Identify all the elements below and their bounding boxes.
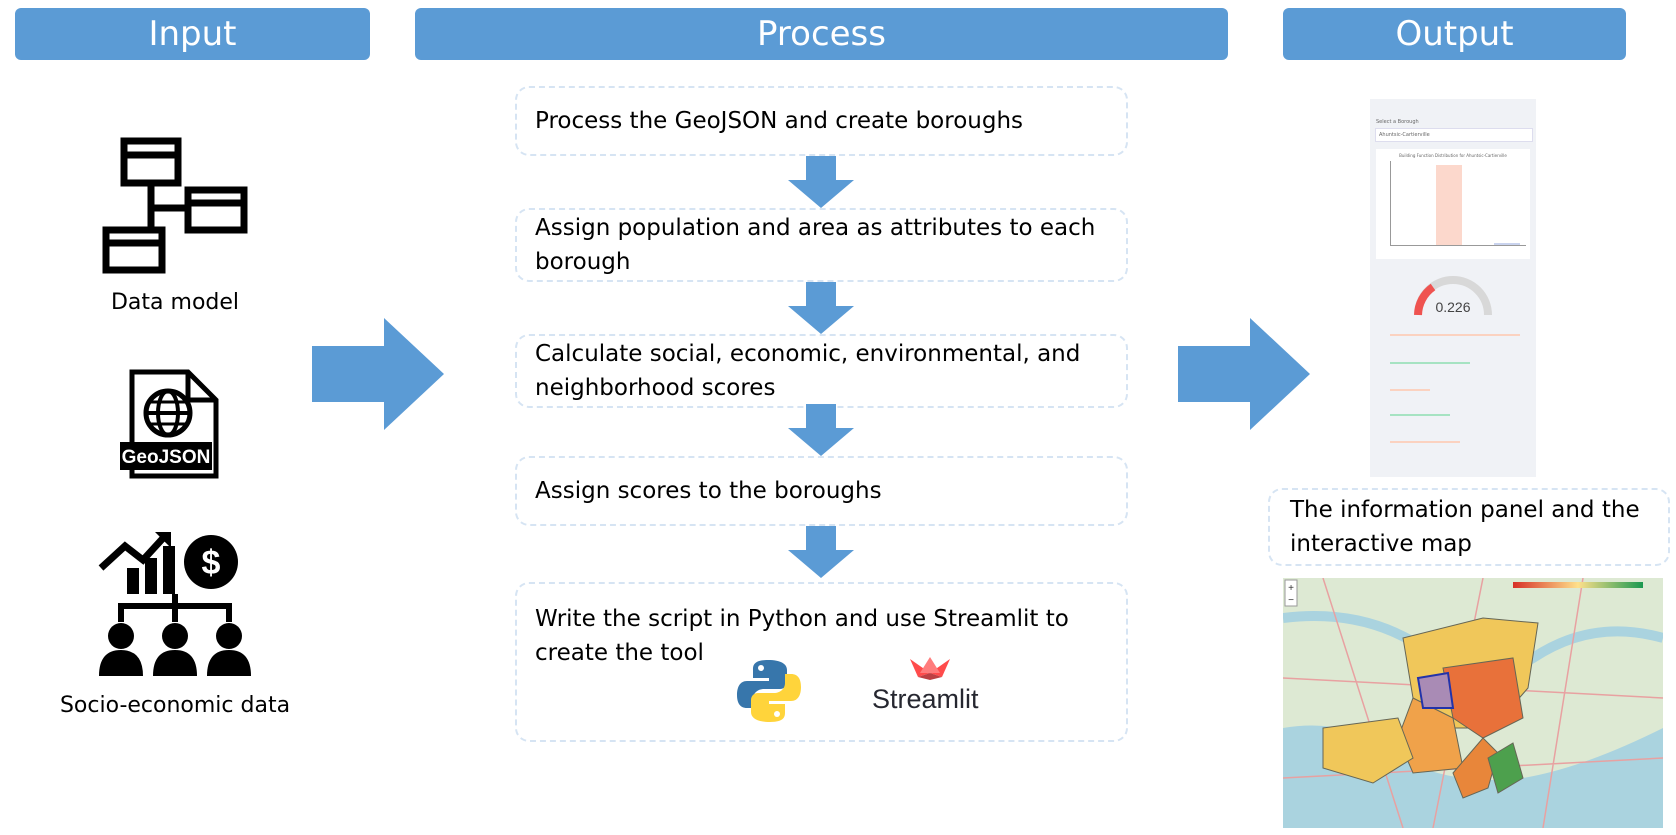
panel-gauge: 0.226 (1414, 276, 1492, 316)
process-header: Process (415, 8, 1228, 60)
down-arrow-3 (788, 404, 854, 456)
panel-select-value: Ahuntsic-Cartierville (1379, 132, 1430, 138)
geojson-file-icon: GeoJSON (120, 369, 219, 479)
step-4-text: Assign scores to the boroughs (535, 478, 882, 504)
down-arrow-2 (788, 282, 854, 334)
geojson-icon-text: GeoJSON (122, 447, 211, 468)
process-to-output-arrow (1178, 318, 1310, 430)
streamlit-wordmark: Streamlit (872, 684, 979, 714)
data-model-label: Data model (110, 290, 240, 315)
python-logo-icon (737, 660, 801, 722)
step-3-text: Calculate social, economic, environmenta… (535, 341, 1081, 401)
panel-bar-chart: Building Function Distribution for Ahunt… (1376, 149, 1530, 259)
input-header: Input (15, 8, 370, 60)
svg-text:$: $ (202, 544, 221, 582)
data-model-icon (102, 137, 248, 274)
panel-gauge-value: 0.226 (1435, 299, 1470, 315)
svg-text:+: + (1288, 583, 1294, 594)
socio-economic-icon: $ (98, 532, 251, 676)
input-to-process-arrow (312, 318, 444, 430)
down-arrow-4 (788, 526, 854, 578)
svg-text:−: − (1288, 595, 1294, 606)
step-1-box: Process the GeoJSON and create boroughs (515, 86, 1128, 156)
socio-economic-label: Socio-economic data (59, 693, 291, 718)
step-1-text: Process the GeoJSON and create boroughs (535, 108, 1023, 134)
step-5-text: Write the script in Python and use Strea… (535, 606, 1069, 666)
step-2-text: Assign population and area as attributes… (535, 215, 1096, 275)
output-caption-box: The information panel and the interactiv… (1268, 488, 1670, 566)
step-3-box: Calculate social, economic, environmenta… (515, 334, 1128, 408)
step-4-box: Assign scores to the boroughs (515, 456, 1128, 526)
panel-borough-select: Ahuntsic-Cartierville (1375, 128, 1533, 142)
info-panel-screenshot: Select a Borough Ahuntsic-Cartierville B… (1370, 99, 1536, 477)
down-arrow-1 (788, 156, 854, 208)
panel-select-label: Select a Borough (1376, 119, 1419, 125)
output-caption-text: The information panel and the interactiv… (1290, 497, 1640, 557)
step-2-box: Assign population and area as attributes… (515, 208, 1128, 282)
interactive-map[interactable]: + − (1283, 578, 1663, 828)
panel-chart-title: Building Function Distribution for Ahunt… (1399, 153, 1507, 158)
output-header: Output (1283, 8, 1626, 60)
streamlit-logo-icon (910, 657, 950, 680)
step-5-box: Write the script in Python and use Strea… (515, 582, 1128, 742)
